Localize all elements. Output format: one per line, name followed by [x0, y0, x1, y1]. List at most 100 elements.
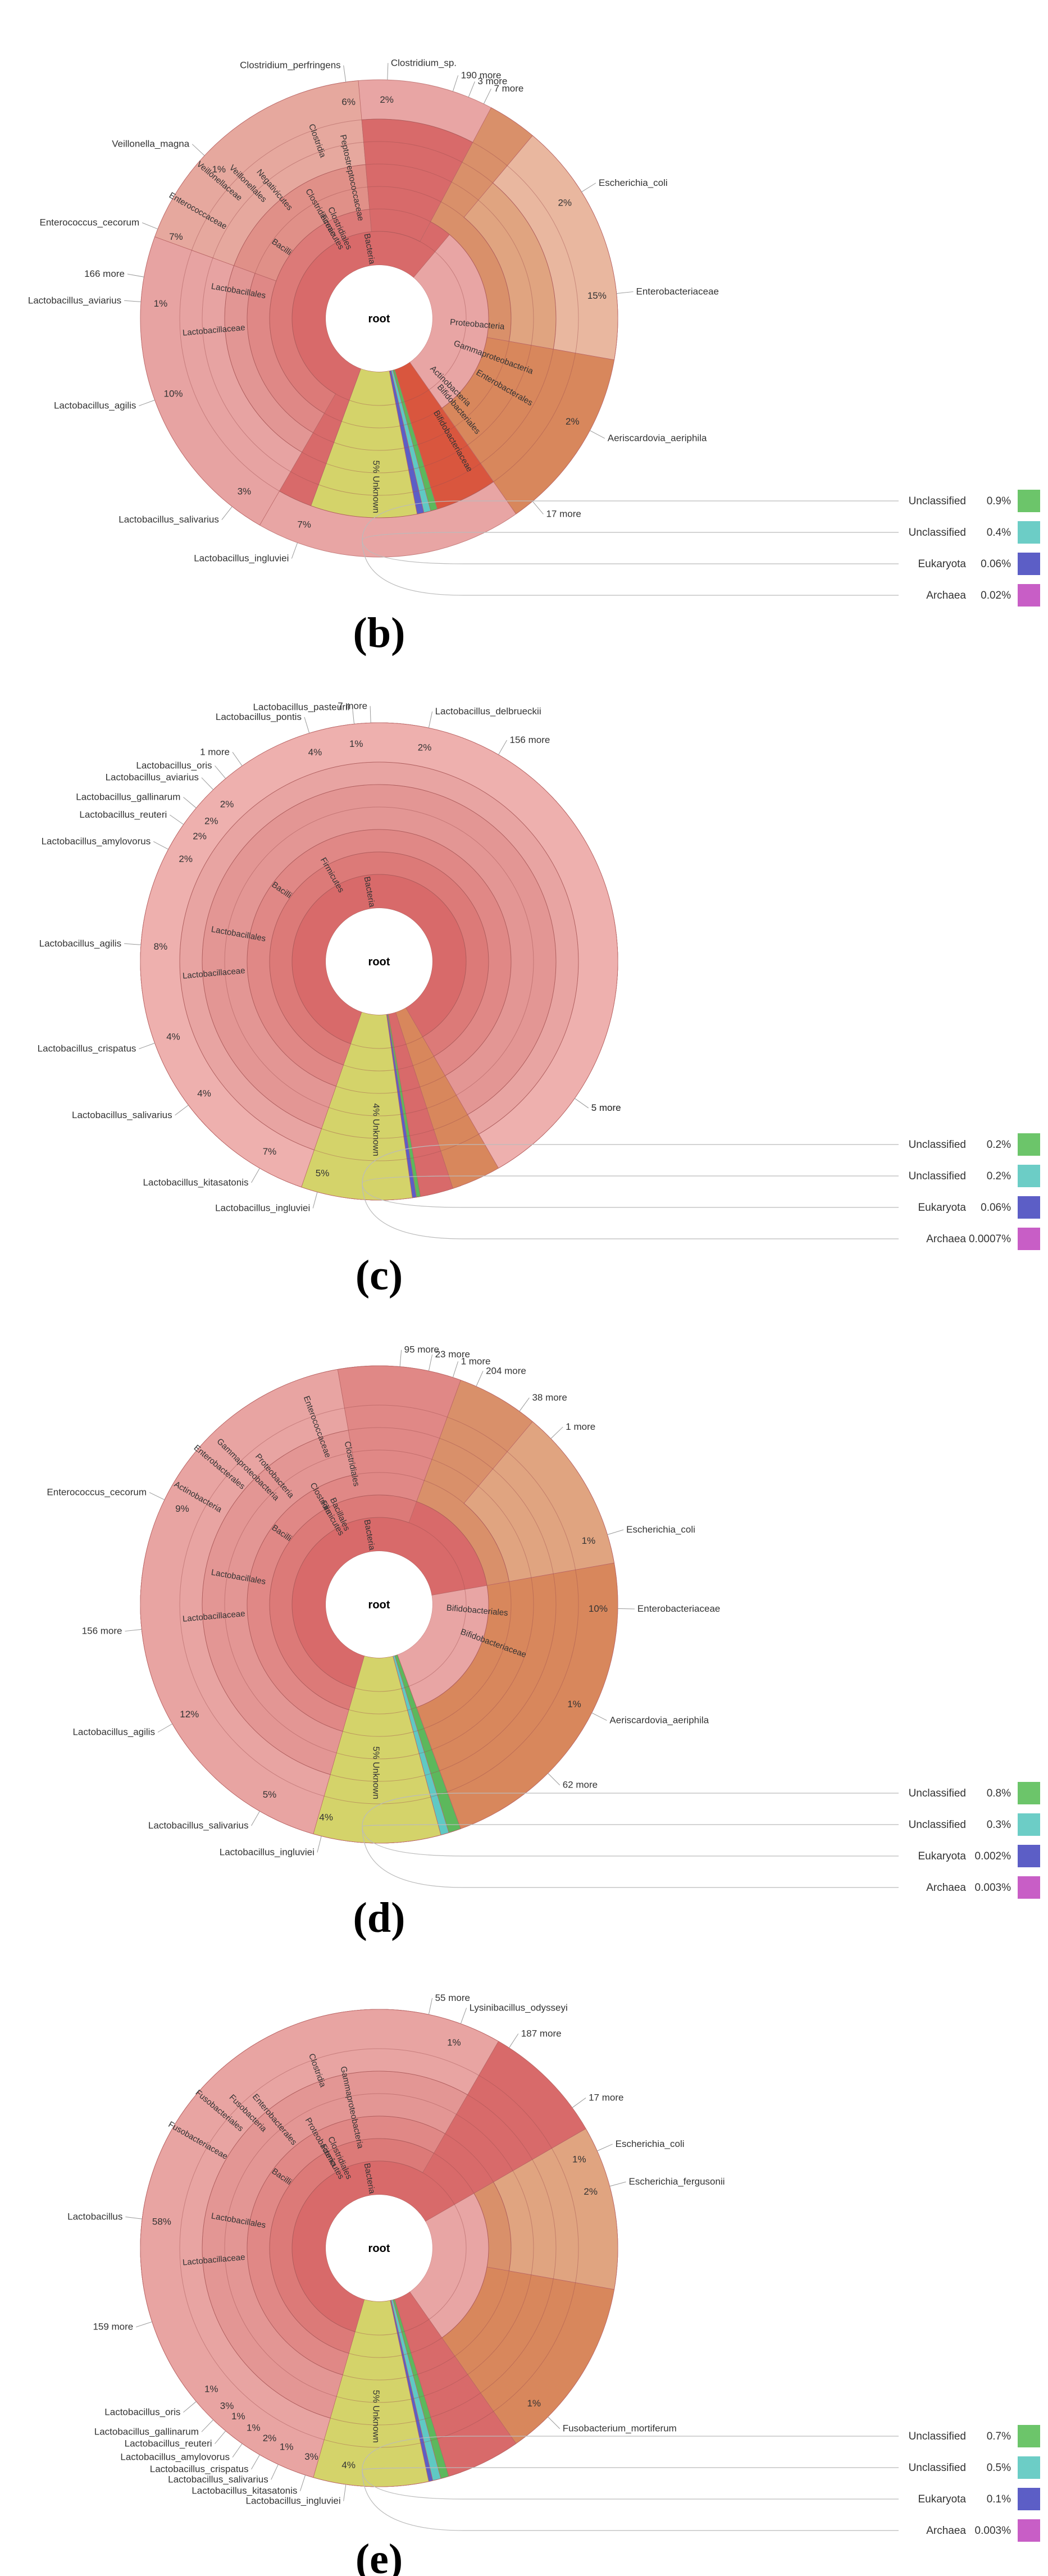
- leaf-percent: 1%: [567, 1699, 581, 1709]
- legend-connector: [362, 1826, 899, 1888]
- label-leader: [548, 1773, 561, 1786]
- label-leader: [251, 1811, 260, 1826]
- label-leader: [591, 1712, 607, 1721]
- leaf-label: 1 more: [566, 1421, 595, 1432]
- leaf-label: Lactobacillus_agilis: [54, 400, 136, 411]
- sunburst-segment: [140, 1369, 461, 1844]
- leaf-label: 159 more: [93, 2322, 133, 2332]
- leaf-label: 7 more: [494, 83, 523, 94]
- ring-border: [224, 2093, 534, 2403]
- leaf-label: Lactobacillus_ingluviei: [215, 1202, 310, 1213]
- leaf-percent: 1%: [212, 164, 226, 175]
- leaf-label: Lactobacillus_ingluviei: [246, 2496, 341, 2506]
- legend-swatch: [1018, 1813, 1040, 1836]
- ring-border: [179, 762, 579, 1161]
- leaf-label: 166 more: [84, 268, 125, 279]
- legend-label: Archaea: [926, 1882, 966, 1894]
- label-leader: [317, 1836, 322, 1853]
- label-leader: [304, 717, 310, 733]
- leaf-percent: 6%: [341, 97, 356, 107]
- leaf-label: 1 more: [461, 1356, 491, 1366]
- leaf-percent: 1%: [154, 298, 168, 309]
- label-leader: [124, 943, 142, 945]
- label-leader: [343, 65, 347, 83]
- label-leader: [519, 1397, 530, 1412]
- ring-border: [291, 1517, 467, 1692]
- legend-value: 0.1%: [987, 2493, 1011, 2505]
- label-leader: [157, 1724, 173, 1732]
- legend-swatch: [1018, 553, 1040, 575]
- unknown-label: 4% Unknown: [371, 1104, 381, 1156]
- leaf-percent: 2%: [179, 854, 193, 864]
- leaf-label: Lactobacillus_gallinarum: [76, 792, 180, 803]
- label-leader: [452, 75, 459, 92]
- legend-label: Unclassified: [909, 1788, 966, 1799]
- legend-label: Unclassified: [909, 1170, 966, 1182]
- legend-value: 0.4%: [987, 527, 1011, 539]
- leaf-percent: 4%: [308, 747, 322, 758]
- sunburst-panel: rootBacteriaFirmicutesBacilliLactobacill…: [67, 1993, 1040, 2576]
- leaf-label: Lactobacillus_aviarius: [28, 295, 121, 306]
- ring-border: [224, 806, 534, 1116]
- sunburst-segment: [140, 722, 618, 1201]
- leaf-label: Lactobacillus_salivarius: [119, 514, 219, 525]
- leaf-label: Escherichia_fergusonii: [628, 2176, 725, 2187]
- leaf-label: Escherichia_coli: [616, 2139, 685, 2149]
- leaf-label: 3 more: [477, 76, 507, 86]
- label-leader: [428, 1354, 433, 1371]
- legend-label: Eukaryota: [918, 1850, 966, 1862]
- legend-swatch: [1018, 1845, 1040, 1867]
- sunburst-segment: [441, 2267, 615, 2444]
- leaf-label: Lactobacillus_salivarius: [148, 1820, 249, 1831]
- leaf-label: Lactobacillus_delbrueckii: [435, 706, 541, 717]
- ring-border: [247, 186, 512, 451]
- label-leader: [609, 2181, 626, 2187]
- leaf-percent: 7%: [297, 519, 311, 530]
- sunburst-segment: [301, 1011, 413, 1201]
- legend-label: Archaea: [926, 1233, 966, 1245]
- label-leader: [548, 2417, 561, 2429]
- leaf-label: Enterococcus_cecorum: [39, 217, 139, 228]
- label-leader: [221, 506, 233, 520]
- ring-border: [202, 1427, 557, 1782]
- sunburst-segment: [140, 2009, 499, 2487]
- label-leader: [175, 1105, 189, 1116]
- label-leader: [532, 501, 544, 514]
- leaf-label: Enterobacteriaceae: [637, 1603, 720, 1614]
- ring-border: [247, 1472, 512, 1737]
- legend-connector: [362, 1183, 899, 1239]
- leaf-percent: 2%: [204, 815, 218, 826]
- ring-border: [224, 1449, 534, 1759]
- leaf-label: Lactobacillus_reuteri: [125, 2438, 212, 2449]
- leaf-label: Clostridium_sp.: [391, 57, 457, 68]
- ring-border: [247, 2115, 512, 2381]
- legend-swatch: [1018, 1196, 1040, 1219]
- leaf-percent: 12%: [180, 1709, 199, 1720]
- leaf-percent: 2%: [193, 831, 207, 841]
- legend-connector: [362, 1826, 899, 1857]
- label-leader: [124, 300, 142, 302]
- legend-value: 0.9%: [987, 495, 1011, 507]
- ring-border: [269, 2138, 489, 2358]
- legend-swatch: [1018, 1165, 1040, 1187]
- leaf-label: Clostridium_perfringens: [240, 60, 341, 70]
- leaf-percent: 7%: [169, 231, 183, 242]
- root-hole: [326, 1551, 432, 1658]
- sunburst-segment: [140, 236, 303, 526]
- root-label: root: [368, 956, 390, 968]
- leaf-label: Lactobacillus_kitasatonis: [192, 2486, 297, 2496]
- sunburst-segment: [441, 337, 615, 514]
- label-leader: [251, 2454, 260, 2470]
- leaf-percent: 15%: [587, 290, 607, 301]
- label-leader: [399, 1349, 402, 1367]
- ring-border: [202, 784, 557, 1139]
- leaf-percent: 1%: [349, 738, 363, 749]
- leaf-label: Lactobacillus_agilis: [72, 1727, 154, 1738]
- legend-label: Unclassified: [909, 495, 966, 507]
- leaf-percent: 58%: [152, 2216, 171, 2227]
- ring-border: [291, 874, 467, 1049]
- legend-value: 0.2%: [987, 1170, 1011, 1182]
- leaf-label: Lactobacillus_agilis: [39, 938, 121, 949]
- legend-label: Eukaryota: [918, 1202, 966, 1214]
